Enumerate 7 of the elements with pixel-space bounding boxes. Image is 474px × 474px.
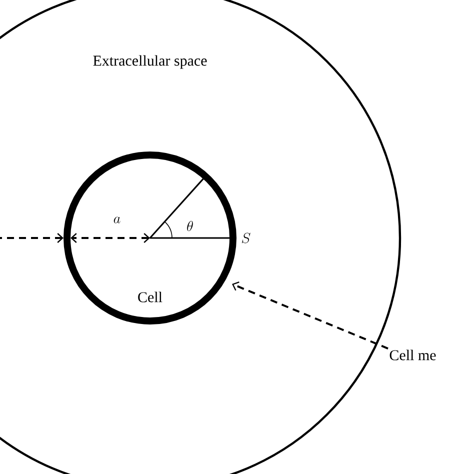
leader-line [232,282,388,350]
math-label: $\theta$ [187,220,193,232]
text-label: Cell me [390,350,436,360]
edge-label: $a$ [112,216,122,224]
dashed-arrow [70,233,150,243]
math-label: $S$ [242,232,250,244]
dashed-arrow [0,233,64,243]
